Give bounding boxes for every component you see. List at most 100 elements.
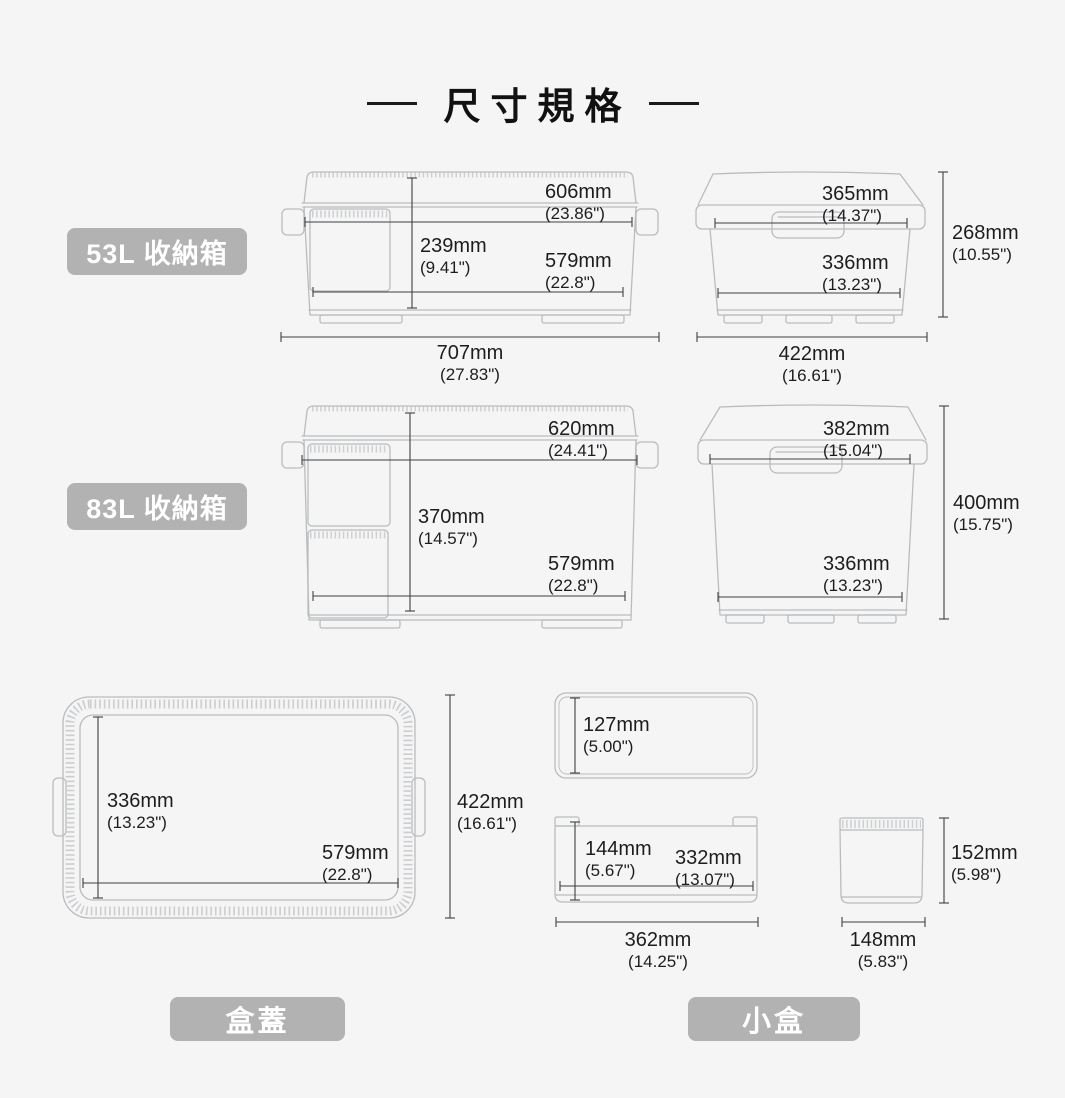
smallbox-art [554, 692, 758, 779]
dimension-lines [709, 405, 949, 620]
box83-side-drawing [281, 405, 659, 629]
inch-value: (5.98") [951, 864, 1002, 884]
smallbox-front-view: 144mm (5.67") 332mm (13.07") 362mm (14.2… [548, 815, 768, 975]
inch-value: (13.23") [107, 812, 167, 832]
page-title-row: 尺寸規格 [0, 76, 1065, 130]
inch-value: (14.57") [418, 528, 478, 548]
dim-53-front-height: 268mm (10.55") [952, 222, 1019, 264]
inch-value: (16.61") [782, 365, 842, 385]
dim-small-end-height: 152mm (5.98") [951, 842, 1018, 884]
dimension-lines [82, 694, 455, 919]
dim-lid-width: 336mm (13.23") [107, 790, 174, 832]
mm-value: 606mm [545, 181, 612, 203]
mm-value: 268mm [952, 222, 1019, 244]
box-art [697, 404, 928, 624]
mm-value: 336mm [823, 553, 890, 575]
smallbox-top-drawing [554, 692, 758, 779]
box83-front-drawing [697, 404, 949, 624]
mm-value: 370mm [418, 506, 485, 528]
smallbox-front-drawing [554, 816, 759, 927]
mm-value: 152mm [951, 842, 1018, 864]
inch-value: (16.61") [457, 813, 517, 833]
dim-small-top-depth: 127mm (5.00") [583, 714, 650, 756]
title-dash-right-icon [648, 101, 699, 105]
inch-value: (5.67") [585, 860, 636, 880]
dim-lid-overall: 422mm (16.61") [457, 791, 524, 833]
box83-front-view: 382mm (15.04") 336mm (13.23") 400mm (15.… [690, 400, 1065, 635]
mm-value: 620mm [548, 418, 615, 440]
mm-value: 422mm [457, 791, 524, 813]
mm-value: 332mm [675, 847, 742, 869]
dim-small-front-overall: 362mm (14.25") [598, 929, 718, 971]
badge-smallbox: 小盒 [688, 997, 860, 1041]
mm-value: 400mm [953, 492, 1020, 514]
dim-53-front-top: 365mm (14.37") [822, 183, 889, 225]
inch-value: (14.37") [822, 205, 882, 225]
inch-value: (15.75") [953, 514, 1013, 534]
mm-value: 127mm [583, 714, 650, 736]
lid-drawing [52, 694, 455, 919]
inch-value: (22.8") [545, 272, 596, 292]
mm-value: 422mm [778, 343, 846, 365]
dimension-lines [570, 697, 580, 774]
mm-value: 707mm [436, 342, 504, 364]
dim-53-side-overall: 707mm (27.83") [410, 342, 530, 384]
inch-value: (13.23") [823, 575, 883, 595]
dim-53-front-overall: 422mm (16.61") [752, 343, 872, 385]
inch-value: (13.23") [822, 274, 882, 294]
dimension-lines [696, 171, 948, 342]
mm-value: 579mm [322, 842, 389, 864]
box53-front-drawing [695, 171, 948, 342]
mm-value: 336mm [822, 252, 889, 274]
dimension-lines [841, 817, 949, 927]
badge-lid: 盒蓋 [170, 997, 345, 1041]
smallbox-top-view: 127mm (5.00") [548, 690, 768, 785]
inch-value: (5.83") [857, 951, 909, 971]
box83-side-view: 620mm (24.41") 370mm (14.57") 579mm (22.… [280, 400, 660, 635]
inch-value: (15.04") [823, 440, 883, 460]
dimension-lines [555, 821, 759, 927]
inch-value: (23.86") [545, 203, 605, 223]
dim-lid-length: 579mm (22.8") [322, 842, 389, 884]
dim-83-side-bottom: 579mm (22.8") [548, 553, 615, 595]
box-art [281, 405, 659, 629]
inch-value: (13.07") [675, 869, 735, 889]
box53-front-view: 365mm (14.37") 336mm (13.23") 268mm (10.… [680, 165, 1065, 385]
lid-top-view: 336mm (13.23") 579mm (22.8") 422mm (16.6… [52, 690, 530, 925]
dimension-lines [301, 412, 638, 612]
inch-value: (22.8") [548, 575, 599, 595]
page-title: 尺寸規格 [443, 86, 632, 127]
badge-box83: 83L 收納箱 [67, 483, 247, 530]
dim-83-side-top: 620mm (24.41") [548, 418, 615, 460]
box53-side-drawing [280, 171, 660, 342]
smallbox-end-view: 152mm (5.98") 148mm (5.83") [830, 815, 1065, 975]
mm-value: 239mm [420, 235, 487, 257]
mm-value: 336mm [107, 790, 174, 812]
inch-value: (22.8") [322, 864, 373, 884]
dim-83-side-height: 370mm (14.57") [418, 506, 485, 548]
box-art [281, 171, 659, 324]
dim-83-front-top: 382mm (15.04") [823, 418, 890, 460]
inch-value: (5.00") [583, 736, 634, 756]
mm-value: 365mm [822, 183, 889, 205]
dim-83-front-bottom: 336mm (13.23") [823, 553, 890, 595]
title-dash-left-icon [366, 101, 417, 105]
badge-box53: 53L 收納箱 [67, 228, 247, 275]
box53-side-view: 606mm (23.86") 239mm (9.41") 579mm (22.8… [280, 165, 660, 384]
dim-53-side-bottom: 579mm (22.8") [545, 250, 612, 292]
mm-value: 579mm [548, 553, 615, 575]
dim-small-end-width: 148mm (5.83") [823, 929, 943, 971]
smallbox-art [839, 817, 924, 904]
mm-value: 144mm [585, 838, 652, 860]
dim-83-front-height: 400mm (15.75") [953, 492, 1020, 534]
dim-53-side-height: 239mm (9.41") [420, 235, 487, 277]
dim-53-front-bottom: 336mm (13.23") [822, 252, 889, 294]
mm-value: 579mm [545, 250, 612, 272]
inch-value: (10.55") [952, 244, 1012, 264]
mm-value: 382mm [823, 418, 890, 440]
inch-value: (9.41") [420, 257, 471, 277]
dim-small-front-height: 144mm (5.67") [585, 838, 652, 880]
mm-value: 362mm [624, 929, 692, 951]
inch-value: (14.25") [628, 951, 688, 971]
dim-small-front-width: 332mm (13.07") [675, 847, 742, 889]
